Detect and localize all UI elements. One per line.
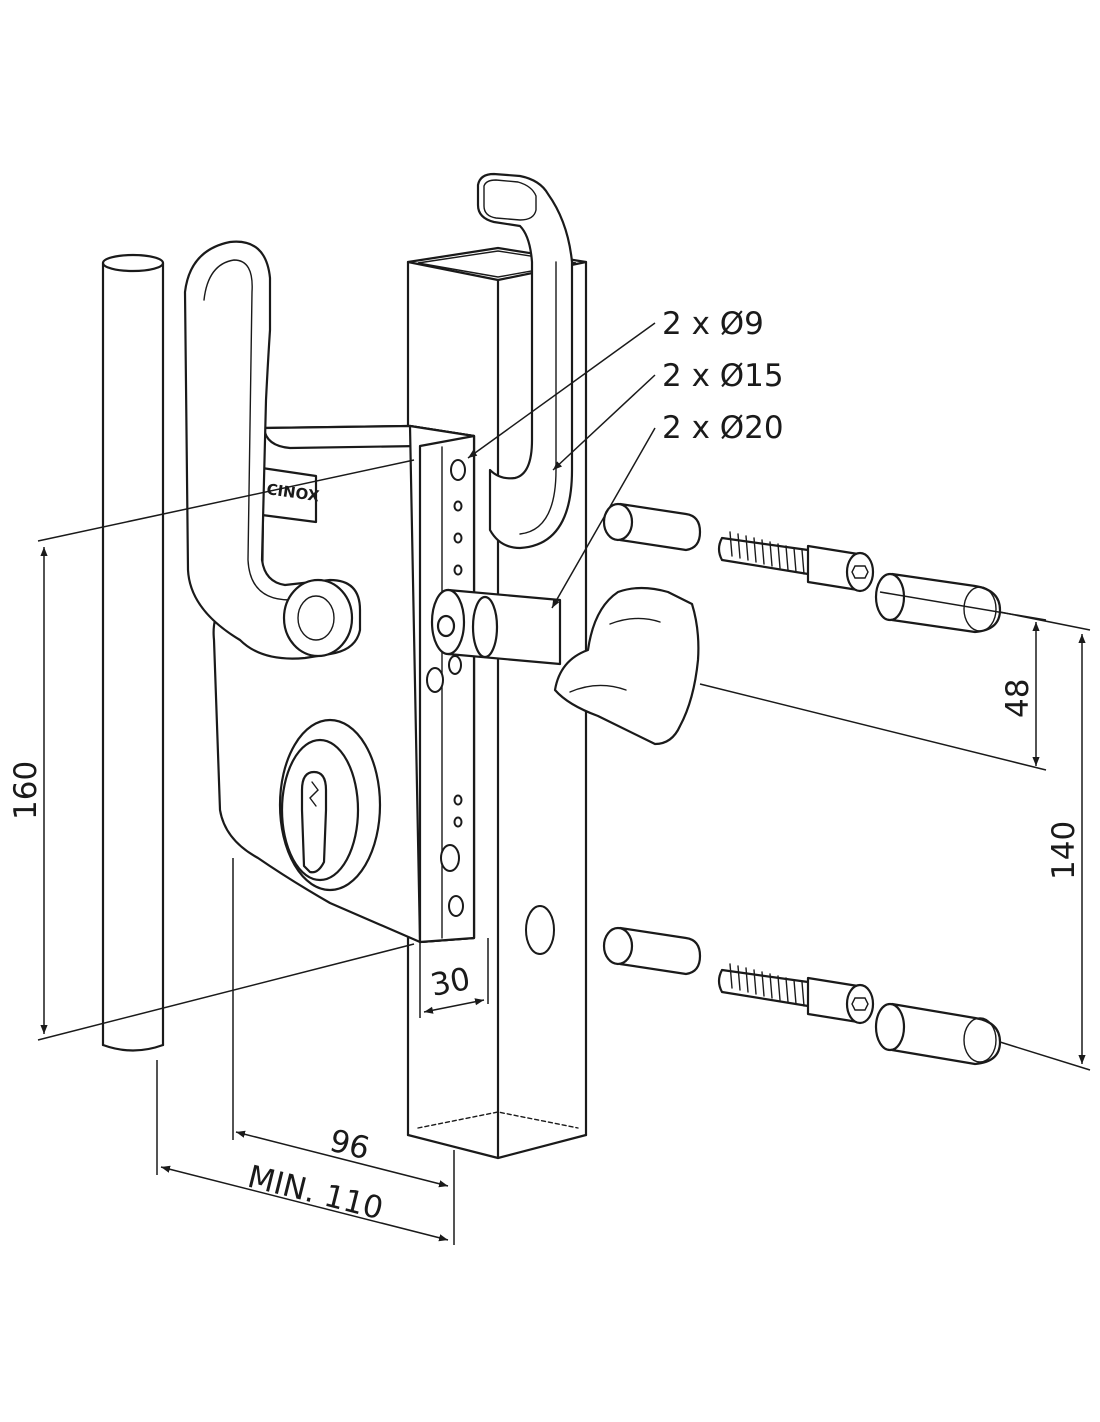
callout-hole-20: 2 x Ø20 — [662, 410, 784, 446]
callout-leaders — [467, 322, 656, 609]
thumb-turn — [430, 586, 700, 746]
callout-hole-15: 2 x Ø15 — [662, 358, 784, 394]
dimension-140-label: 140 — [1046, 821, 1082, 880]
dimension-96-label: 96 — [326, 1123, 373, 1167]
dimension-30 — [419, 938, 489, 1018]
lock-body: CINOX — [212, 424, 476, 944]
dimension-160 — [37, 459, 415, 1041]
round-post — [101, 253, 165, 1052]
dimension-30-label: 30 — [428, 961, 474, 1004]
dimension-140 — [999, 611, 1091, 1071]
dimension-min-110-label: MIN. 110 — [244, 1159, 387, 1227]
dimension-min-110 — [156, 1060, 449, 1242]
dimension-160-label: 160 — [8, 761, 44, 820]
callout-hole-9: 2 x Ø9 — [662, 306, 764, 342]
screw-set-bottom — [602, 926, 1002, 1066]
front-handle — [183, 240, 362, 660]
dimension-48-label: 48 — [1000, 679, 1036, 718]
back-handle — [476, 172, 574, 550]
